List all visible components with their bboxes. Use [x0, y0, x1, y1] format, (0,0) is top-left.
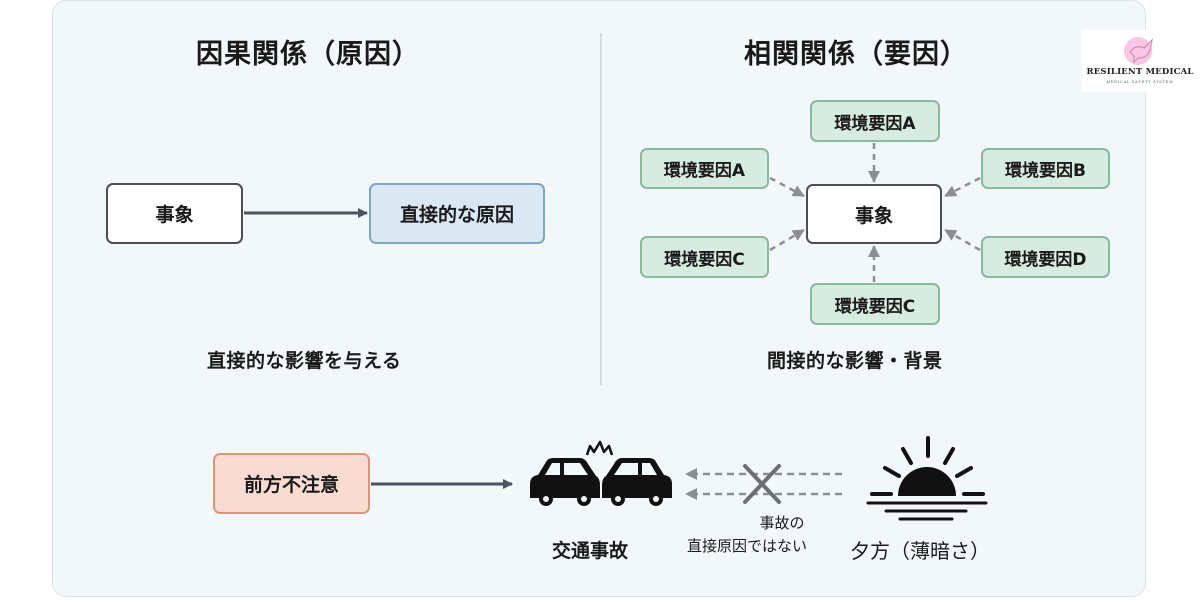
correlation-title: 相関関係（要因）: [744, 39, 968, 70]
factor-box-lower-left: 環境要因C: [640, 236, 769, 278]
logo-name: RESILIENT MEDICAL: [1086, 67, 1194, 77]
factor-label: 環境要因C: [834, 296, 916, 317]
factor-label: 環境要因D: [1004, 249, 1087, 270]
factor-box-top: 環境要因A: [810, 100, 940, 142]
correlation-caption: 間接的な影響・背景: [767, 350, 943, 372]
causal-caption: 直接的な影響を与える: [207, 350, 402, 372]
factor-label: 環境要因A: [834, 113, 916, 134]
direct-cause-label: 直接的な原因: [399, 204, 514, 226]
resilient-medical-logo: RESILIENT MEDICAL MEDICAL SAFETY SYSTEM: [1082, 30, 1198, 92]
causal-event-label: 事象: [155, 204, 194, 226]
factor-label: 環境要因B: [1005, 161, 1086, 181]
factor-box-upper-right: 環境要因B: [981, 148, 1110, 189]
factor-label: 環境要因A: [663, 161, 746, 181]
factor-box-lower-right: 環境要因D: [981, 236, 1110, 278]
factor-label: 環境要因C: [664, 249, 745, 270]
factor-box-upper-left: 環境要因A: [640, 148, 769, 189]
correlation-event-label: 事象: [854, 204, 893, 227]
not-cause-note-line2: 直接原因ではない: [687, 537, 808, 555]
direct-cause-box: 直接的な原因: [369, 183, 545, 244]
factor-box-bottom: 環境要因C: [810, 283, 940, 325]
dusk-label: 夕方（薄暗さ）: [850, 539, 990, 563]
accident-label: 交通事故: [552, 540, 629, 562]
causal-title: 因果関係（原因）: [196, 39, 420, 70]
inattention-box: 前方不注意: [213, 453, 370, 514]
logo-tagline: MEDICAL SAFETY SYSTEM: [1106, 80, 1174, 84]
section-divider: [600, 33, 602, 385]
not-cause-note-line1: 事故の: [759, 514, 805, 532]
dove-icon: [1124, 37, 1153, 65]
causal-event-box: 事象: [106, 183, 243, 244]
inattention-label: 前方不注意: [243, 474, 339, 496]
correlation-event-box: 事象: [806, 184, 942, 244]
